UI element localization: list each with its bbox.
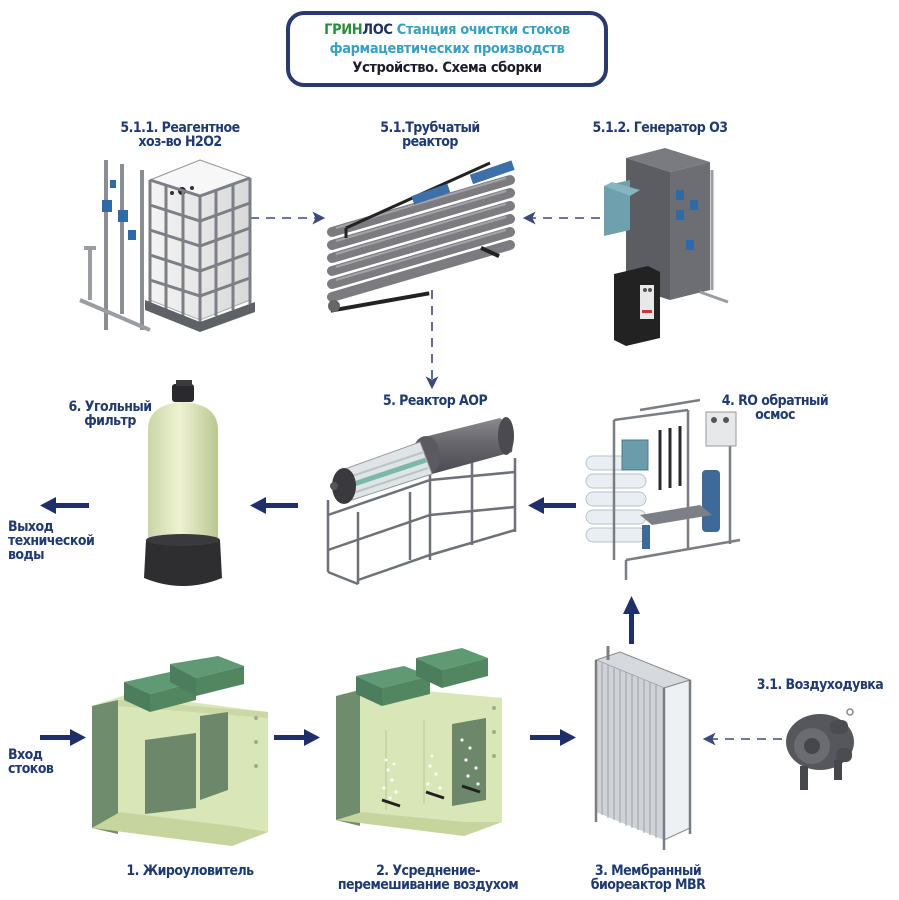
label-tube-reactor: 5.1.Трубчатый реактор <box>358 121 502 149</box>
mbr-illustration <box>594 646 692 850</box>
title-line-2: фармацевтических производств <box>329 41 565 57</box>
label-input-line1: Вход <box>8 747 43 763</box>
grease-trap-illustration <box>92 656 268 846</box>
label-output-line1: Выход <box>8 519 54 535</box>
title-station: Станция очистки стоков <box>392 22 571 38</box>
arrow-mbr-to-ro <box>623 596 640 644</box>
label-output-line3: воды <box>8 547 45 563</box>
label-carbon-filter-line2: фильтр <box>84 413 136 429</box>
title-box: ГРИНЛОС Станция очистки стоков фармацевт… <box>286 11 608 87</box>
carbon-filter-illustration <box>144 380 222 586</box>
label-carbon-filter: 6. Угольный фильтр <box>47 400 173 428</box>
tube-reactor-illustration <box>327 160 515 313</box>
ro-unit-illustration <box>585 398 741 580</box>
label-tube-reactor-line1: 5.1.Трубчатый <box>380 120 480 136</box>
flow-arrows <box>40 497 640 746</box>
label-reagent-line2: хоз-во H2O2 <box>138 134 222 150</box>
label-output: Выход технической воды <box>8 520 116 562</box>
title-line-3: Устройство. Схема сборки <box>352 60 542 76</box>
blower-illustration <box>786 708 854 790</box>
label-equalization-line1: 2. Усреднение- <box>376 863 480 879</box>
title-line-1: ГРИНЛОС Станция очистки стоков <box>290 21 604 40</box>
label-mbr-line2: биореактор MBR <box>590 877 706 893</box>
label-ro: 4. RO обратный осмос <box>708 394 843 422</box>
label-reagent-line1: 5.1.1. Реагентное <box>120 120 240 136</box>
label-ro-line1: 4. RO обратный <box>721 393 829 409</box>
label-input: Вход стоков <box>8 748 80 776</box>
arrow-aop-to-filter <box>250 497 298 514</box>
arrow-input <box>40 729 86 746</box>
label-blower-line1: 3.1. Воздуходувка <box>756 677 884 693</box>
label-carbon-filter-line1: 6. Угольный <box>68 399 152 415</box>
arrow-equalization-to-mbr <box>530 729 576 746</box>
arrow-ro-to-aop <box>528 497 576 514</box>
arrow-output <box>40 497 89 514</box>
label-equalization: 2. Усреднение- перемешивание воздухом <box>329 864 527 892</box>
equalization-tank-illustration <box>336 648 502 836</box>
label-aop: 5. Реактор AOP <box>350 394 521 408</box>
aop-reactor-illustration <box>326 417 517 586</box>
ozone-generator-illustration <box>604 148 729 346</box>
label-grease-trap-line1: 1. Жироуловитель <box>126 863 254 879</box>
label-blower: 3.1. Воздуходувка <box>748 678 892 692</box>
brand-dark: ЛОС <box>362 22 393 38</box>
reagent-tank-illustration <box>79 159 255 332</box>
label-equalization-line2: перемешивание воздухом <box>337 877 519 893</box>
label-tube-reactor-line2: реактор <box>402 134 458 150</box>
brand-green: ГРИН <box>324 22 363 38</box>
label-mbr: 3. Мембранный биореактор MBR <box>576 864 720 892</box>
label-ro-line2: осмос <box>755 407 795 423</box>
label-ozone-line1: 5.1.2. Генератор O3 <box>592 120 729 136</box>
label-output-line2: технической <box>8 533 95 549</box>
arrow-grease-to-equalization <box>274 729 320 746</box>
label-aop-line1: 5. Реактор AOP <box>382 393 488 409</box>
label-input-line2: стоков <box>8 761 54 777</box>
label-mbr-line1: 3. Мембранный <box>594 863 702 879</box>
label-grease-trap: 1. Жироуловитель <box>109 864 271 878</box>
label-reagent: 5.1.1. Реагентное хоз-во H2O2 <box>108 121 252 149</box>
label-ozone: 5.1.2. Генератор O3 <box>570 121 750 135</box>
